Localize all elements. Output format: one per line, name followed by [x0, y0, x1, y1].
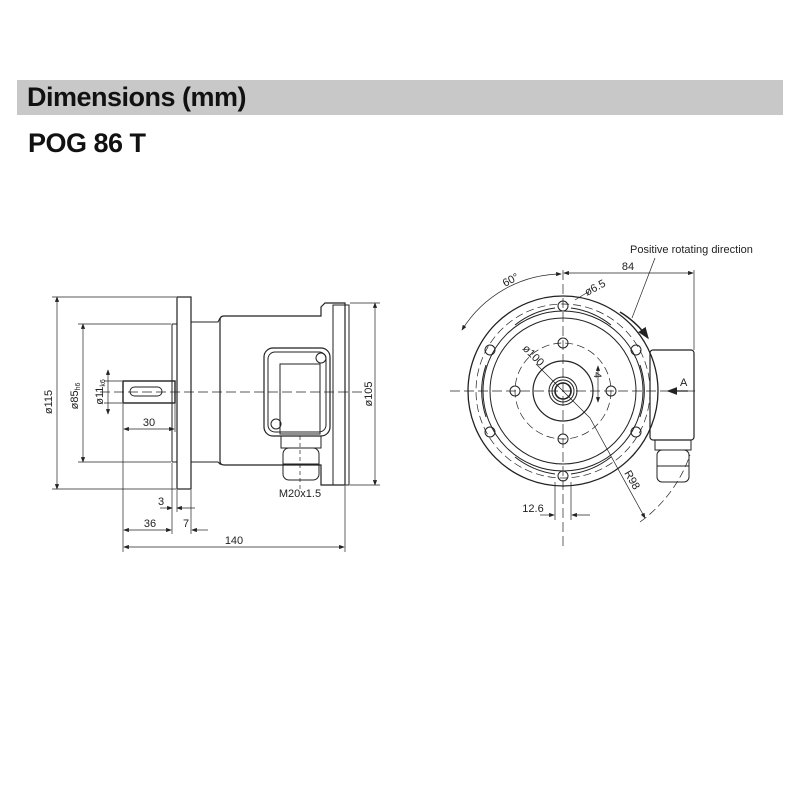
dim-angle: 60°	[501, 271, 521, 289]
dim-key-4: 4	[591, 372, 603, 378]
dim-flange-diameter: ø115	[43, 390, 55, 414]
shaft-tolerance: k6	[100, 379, 107, 387]
dim-shaft-diameter: ø11k6	[94, 379, 107, 405]
section-title: Dimensions (mm)	[27, 82, 247, 112]
dim-hole-diameter: ø6.5	[583, 278, 608, 299]
dim-total-length: 140	[225, 535, 243, 547]
front-view	[450, 257, 695, 550]
side-view	[52, 296, 380, 552]
dim-cable-gland: M20x1.5	[279, 488, 321, 500]
spigot-tolerance: h6	[75, 383, 82, 391]
spigot-dia-value: ø85	[69, 390, 81, 409]
label-rotation-direction: Positive rotating direction	[630, 244, 753, 256]
section-header: Dimensions (mm)	[17, 80, 783, 115]
dim-flange-thickness: 3	[158, 496, 164, 508]
dim-spigot-diameter: ø85h6	[69, 383, 82, 410]
view-label-a: A	[680, 377, 688, 389]
dim-housing-diameter: ø105	[363, 381, 375, 406]
shaft-dia-value: ø11	[94, 387, 106, 405]
dim-offset-7: 7	[183, 518, 189, 530]
dim-shaft-length: 30	[143, 417, 155, 429]
dim-width-84: 84	[622, 261, 634, 273]
dim-offset-36: 36	[144, 518, 156, 530]
dim-offset-12-6: 12.6	[522, 503, 543, 515]
model-title: POG 86 T	[28, 128, 146, 158]
dim-bolt-circle: ø100	[520, 343, 546, 369]
